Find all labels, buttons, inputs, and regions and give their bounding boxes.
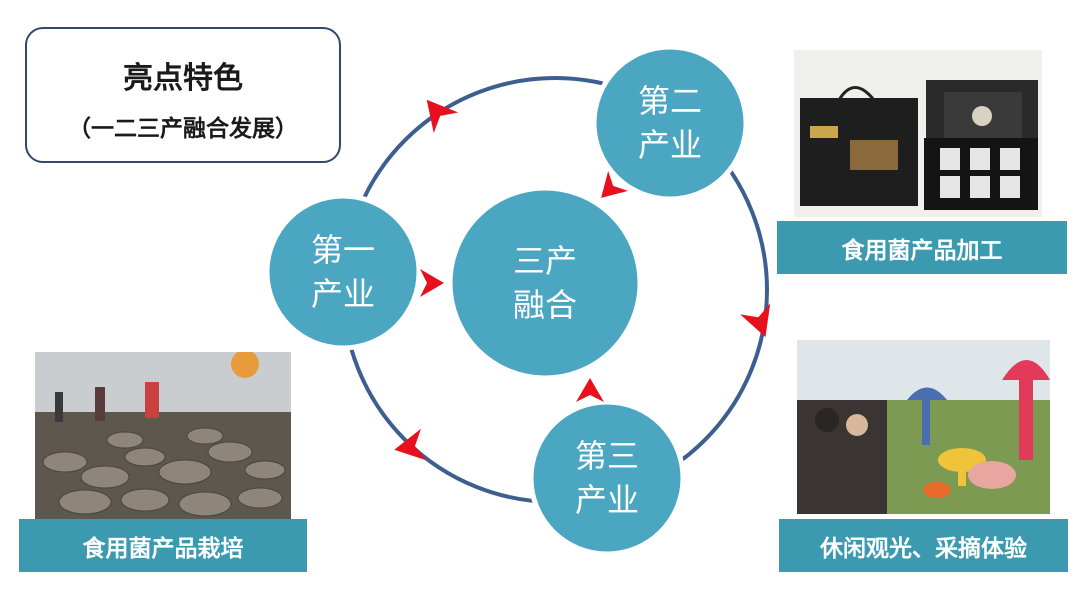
node-secondary-circle <box>591 44 749 202</box>
mushroom-farm-photo <box>35 352 291 519</box>
caption-processing: 食用菌产品加工 <box>777 221 1067 274</box>
node-tertiary-circle <box>528 399 686 557</box>
caption-cultivation: 食用菌产品栽培 <box>19 519 307 572</box>
arrow-primary-to-center <box>420 269 444 297</box>
caption-leisure: 休闲观光、采摘体验 <box>779 519 1068 572</box>
node-center-label: 三产 融合 <box>512 242 577 324</box>
node-primary-circle <box>264 193 422 351</box>
ring-arrow-bottom-left <box>394 428 427 461</box>
arrow-secondary-to-center <box>601 171 628 198</box>
node-center-circle <box>447 185 643 381</box>
mushroom-park-photo <box>797 340 1050 514</box>
node-primary-label: 第一 产业 <box>310 231 375 313</box>
title-main: 亮点特色 <box>123 61 243 96</box>
title-subtitle: （一二三产融合发展） <box>68 116 298 142</box>
ring-arrow-right <box>740 303 771 338</box>
arrow-tertiary-to-center <box>576 378 604 402</box>
node-tertiary-label: 第三 产业 <box>574 437 639 519</box>
gift-box-photo <box>794 50 1042 217</box>
title-box: 亮点特色 （一二三产融合发展） <box>25 27 341 163</box>
ring-arrow-top-left <box>426 99 459 134</box>
node-secondary-label: 第二 产业 <box>637 82 702 164</box>
